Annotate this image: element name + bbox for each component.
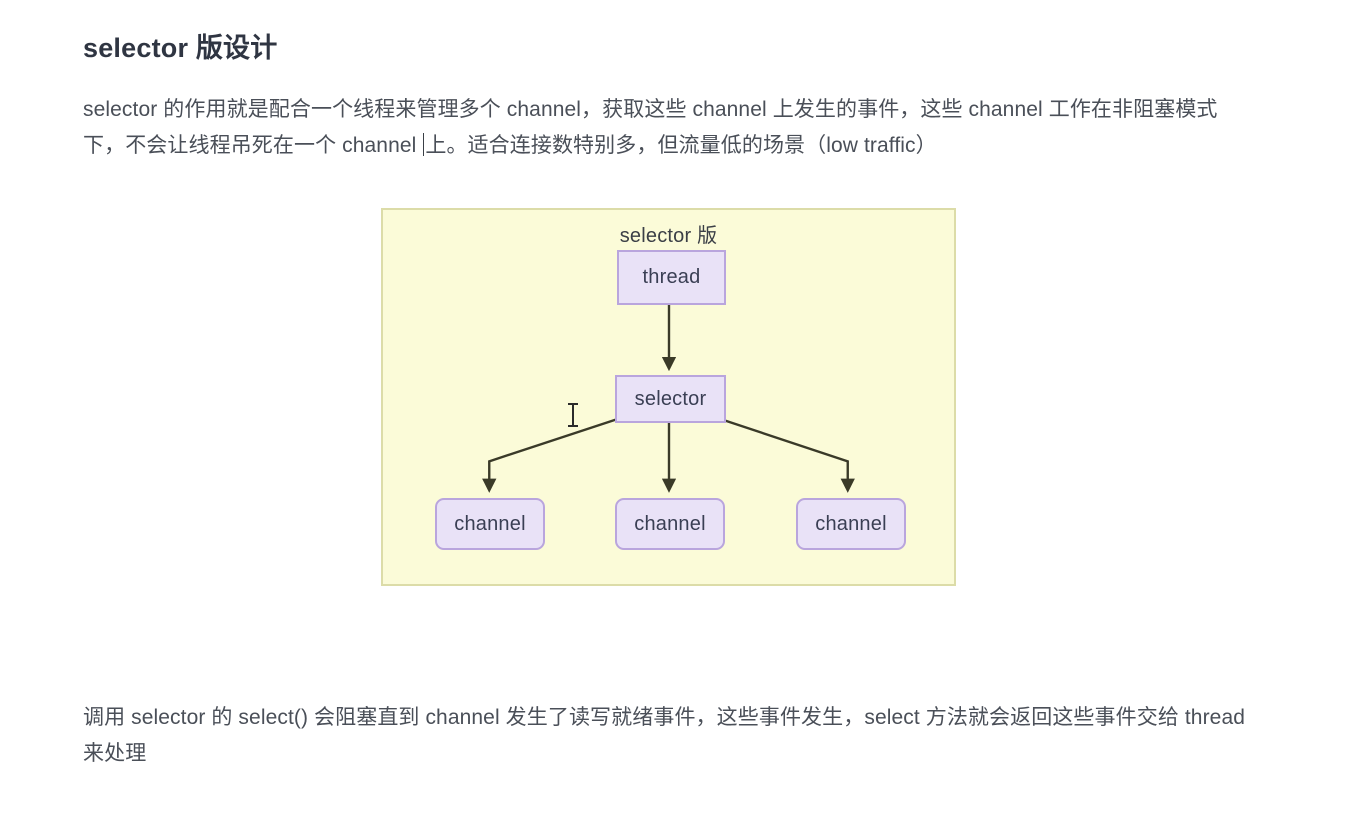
diagram-node-channel-3[interactable]: channel [796,498,906,550]
intro-paragraph: selector 的作用就是配合一个线程来管理多个 channel，获取这些 c… [83,92,1248,164]
diagram-node-thread[interactable]: thread [617,250,726,305]
diagram-node-thread-label: thread [642,266,701,288]
diagram-node-selector[interactable]: selector [615,375,726,423]
edge-selector-to-channel-1 [482,418,616,493]
diagram-caption: selector 版 [619,225,718,247]
diagram-node-channel-2-label: channel [634,512,706,535]
diagram-node-channel-1-label: channel [454,512,526,535]
diagram-node-selector-label: selector [634,387,707,410]
diagram-node-channel-1[interactable]: channel [435,498,545,550]
page-title: selector 版设计 [83,33,278,63]
selector-architecture-diagram: selector 版 thread selector channel [381,208,956,586]
intro-paragraph-text-after-caret: 上。适合连接数特别多，但流量低的场景（low traffic） [425,134,937,157]
diagram-node-channel-2[interactable]: channel [615,498,725,550]
text-caret [423,133,425,156]
diagram-node-channel-3-label: channel [815,512,887,535]
diagram-arrows [482,303,855,493]
outro-paragraph: 调用 selector 的 select() 会阻塞直到 channel 发生了… [83,706,1246,765]
edge-selector-to-channel-3 [722,418,855,493]
intro-paragraph-text-before-caret: selector 的作用就是配合一个线程来管理多个 channel，获取这些 c… [83,98,1218,157]
